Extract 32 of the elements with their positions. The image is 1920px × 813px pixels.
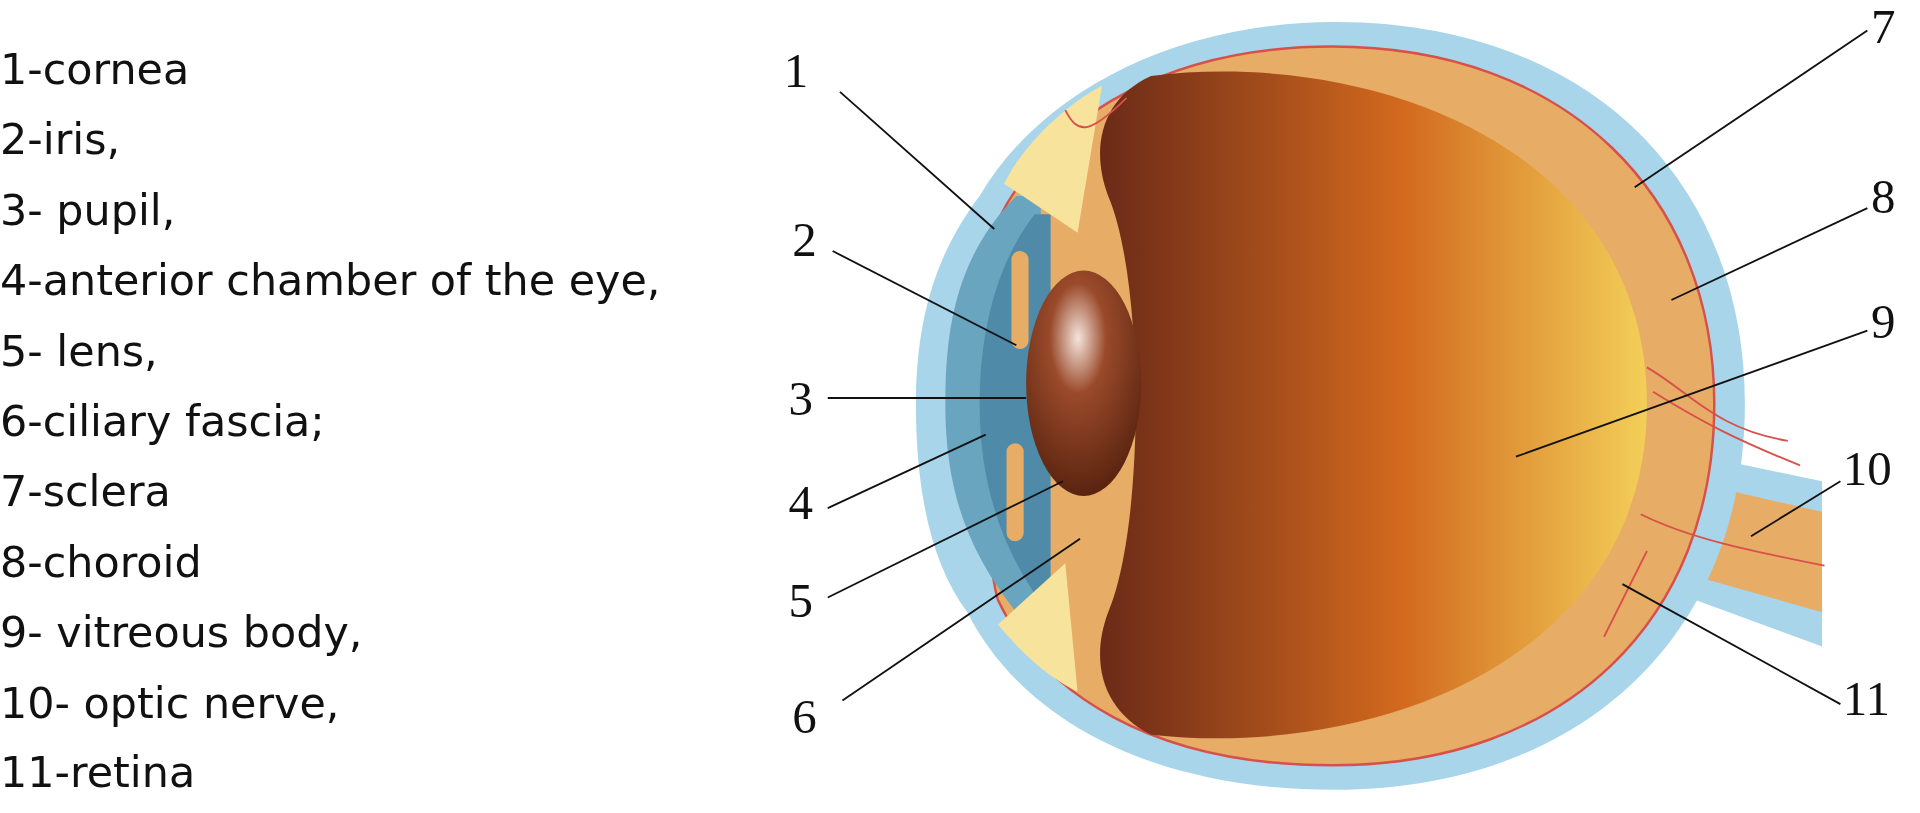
callout-number: 2 bbox=[792, 213, 817, 267]
part-label: 6-ciliary fascia; bbox=[0, 396, 325, 446]
part-label: 11-retina bbox=[0, 748, 196, 798]
leader-line bbox=[841, 537, 1081, 702]
callout-number: 8 bbox=[1871, 170, 1896, 225]
callout-number: 6 bbox=[792, 690, 817, 745]
part-label: 10- optic nerve, bbox=[0, 677, 340, 727]
part-label: 3- pupil, bbox=[0, 185, 176, 235]
leader-line bbox=[1633, 29, 1869, 189]
part-label: 5- lens, bbox=[0, 326, 158, 376]
part-label: 4-anterior chamber of the eye, bbox=[0, 256, 661, 306]
leader-line bbox=[1670, 207, 1869, 301]
part-label: 8-choroid bbox=[0, 537, 202, 587]
leader-line bbox=[831, 250, 1018, 347]
leader-line bbox=[1621, 583, 1842, 705]
part-label: 2-iris, bbox=[0, 115, 121, 165]
callout-number: 11 bbox=[1842, 672, 1890, 727]
leader-line bbox=[826, 480, 1064, 599]
leader-line bbox=[826, 397, 1028, 399]
callout-number: 5 bbox=[788, 574, 814, 629]
leader-line bbox=[826, 433, 987, 510]
callout-number: 1 bbox=[783, 44, 809, 98]
callout-number: 10 bbox=[1842, 442, 1892, 496]
leader-line bbox=[839, 90, 996, 230]
part-label: 9- vitreous body, bbox=[0, 607, 363, 657]
part-label: 1-cornea bbox=[0, 45, 190, 95]
leader-line bbox=[1515, 329, 1869, 458]
part-label: 7-sclera bbox=[0, 467, 171, 516]
callout-number: 3 bbox=[788, 372, 814, 427]
callout-number: 9 bbox=[1871, 295, 1896, 349]
callout-number: 4 bbox=[788, 476, 814, 531]
callout-number: 7 bbox=[1871, 0, 1896, 54]
